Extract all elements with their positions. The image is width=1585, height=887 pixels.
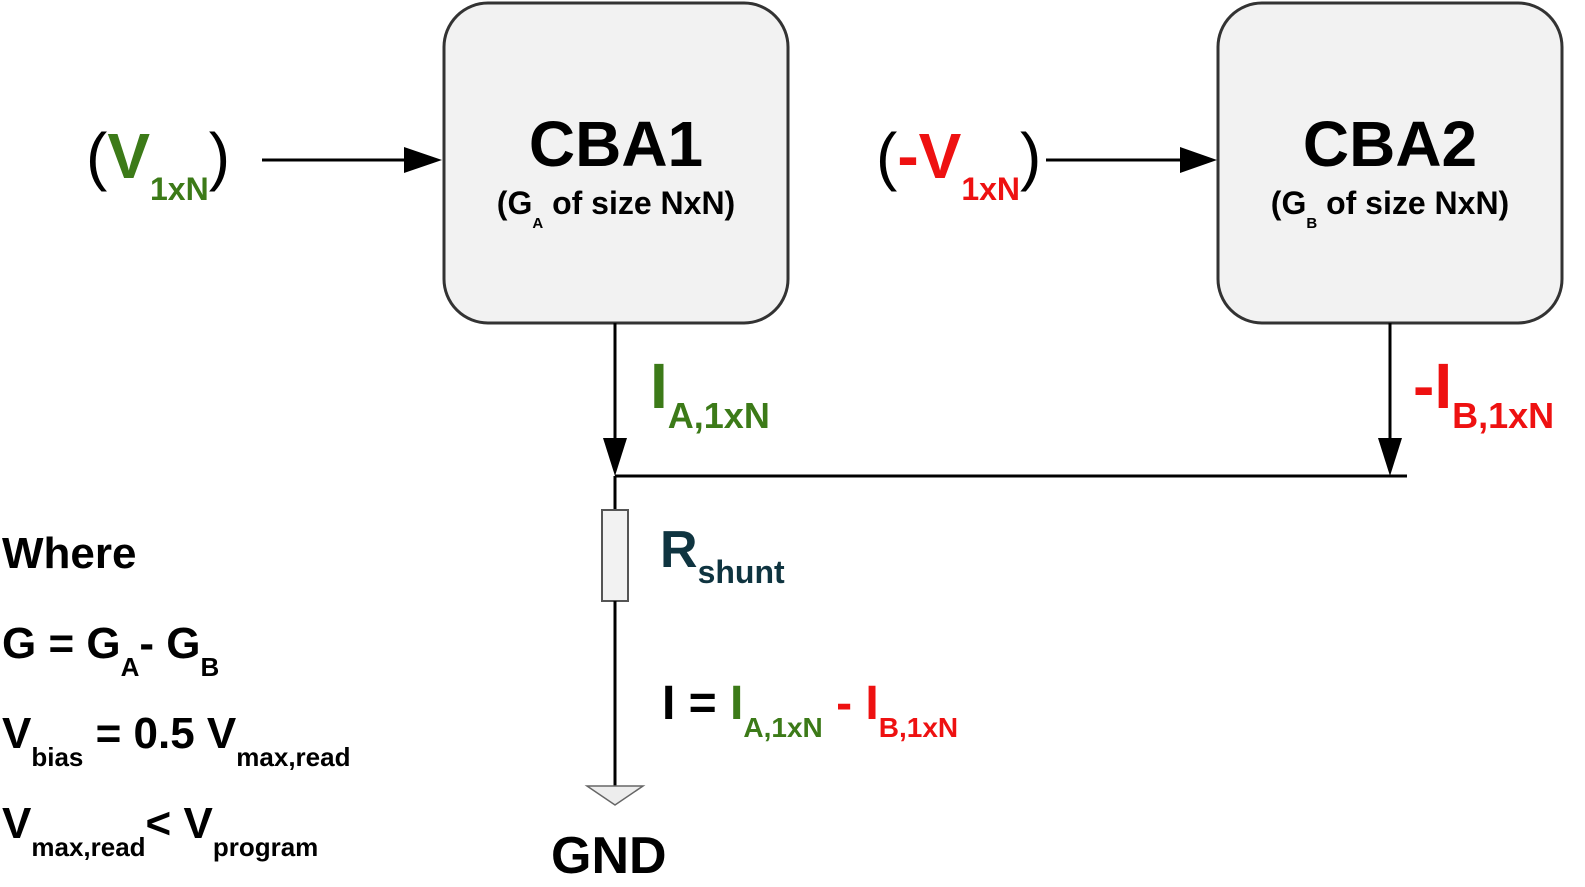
input1-sub: 1xN [150,171,209,207]
shunt-resistor [601,509,629,602]
resistor-label: Rshunt [660,521,785,588]
ground-icon [584,785,646,806]
current-a-label: IA,1xN [650,354,770,434]
input1-label: (V1xN) [86,124,230,205]
equation-b-main: I [865,677,879,730]
where-line-1-s2: B [200,652,220,682]
where-line-2-p2: = 0.5 V [83,709,237,758]
input2-open: ( [876,120,898,192]
equation-b-sub: B,1xN [878,712,959,743]
input1-arrow-head [404,147,442,173]
input2-sub: 1xN [961,171,1021,207]
ground-label: GND [551,827,667,885]
cba2-title: CBA2 [1302,108,1478,180]
where-line-2: Vbias = 0.5 Vmax,read [2,709,350,771]
cba1-sub-open: (G [496,185,533,221]
resistor-main: R [660,521,698,579]
where-line-1-p1: G = G [2,619,121,668]
where-line-2-s2: max,read [236,742,351,772]
cba1-sub-rest: of size NxN) [543,185,736,221]
where-line-3-s2: program [212,832,319,862]
equation-a-sub: A,1xN [743,712,823,743]
equation-lhs: I = [662,677,731,730]
cba2-sub-rest: of size NxN) [1317,185,1510,221]
cba1-subtitle: (GA of size NxN) [444,185,788,231]
current-b-main: -I [1413,350,1453,422]
cba1-output-arrow-head [603,438,627,476]
equation-a-main: I [730,677,744,730]
where-line-3: Vmax,read< Vprogram [2,799,318,861]
cba2-sub-letter: B [1306,215,1318,232]
input1-close: ) [208,120,231,192]
where-line-3-s1: max,read [31,832,146,862]
cba1-sub-letter: A [532,215,544,232]
where-line-1-s1: A [120,652,140,682]
input1-main: V [107,120,150,192]
where-line-3-p2: < V [145,799,213,848]
input2-label: (-V1xN) [876,124,1041,205]
current-equation: I = IA,1xN - IB,1xN [662,677,958,742]
current-a-main: I [650,350,668,422]
where-line-2-p1: V [2,709,32,758]
input2-main: -V [897,120,962,192]
where-line-1: G = GA- GB [2,619,219,681]
cba2-output-arrow-head [1378,438,1402,476]
input2-arrow-head [1180,147,1217,173]
where-line-1-p2: - G [139,619,201,668]
equation-minus: - [822,677,866,730]
where-line-2-s1: bias [31,742,84,772]
current-b-label: -IB,1xN [1413,354,1554,434]
input1-open: ( [86,120,108,192]
cba1-title: CBA1 [528,108,704,180]
cba2-subtitle: (GB of size NxN) [1218,185,1562,231]
where-line-3-p1: V [2,799,32,848]
current-b-sub: B,1xN [1452,395,1555,436]
current-a-sub: A,1xN [667,395,770,436]
resistor-sub: shunt [697,554,785,590]
cba2-sub-open: (G [1270,185,1307,221]
where-heading: Where [2,529,137,578]
input2-close: ) [1020,120,1042,192]
